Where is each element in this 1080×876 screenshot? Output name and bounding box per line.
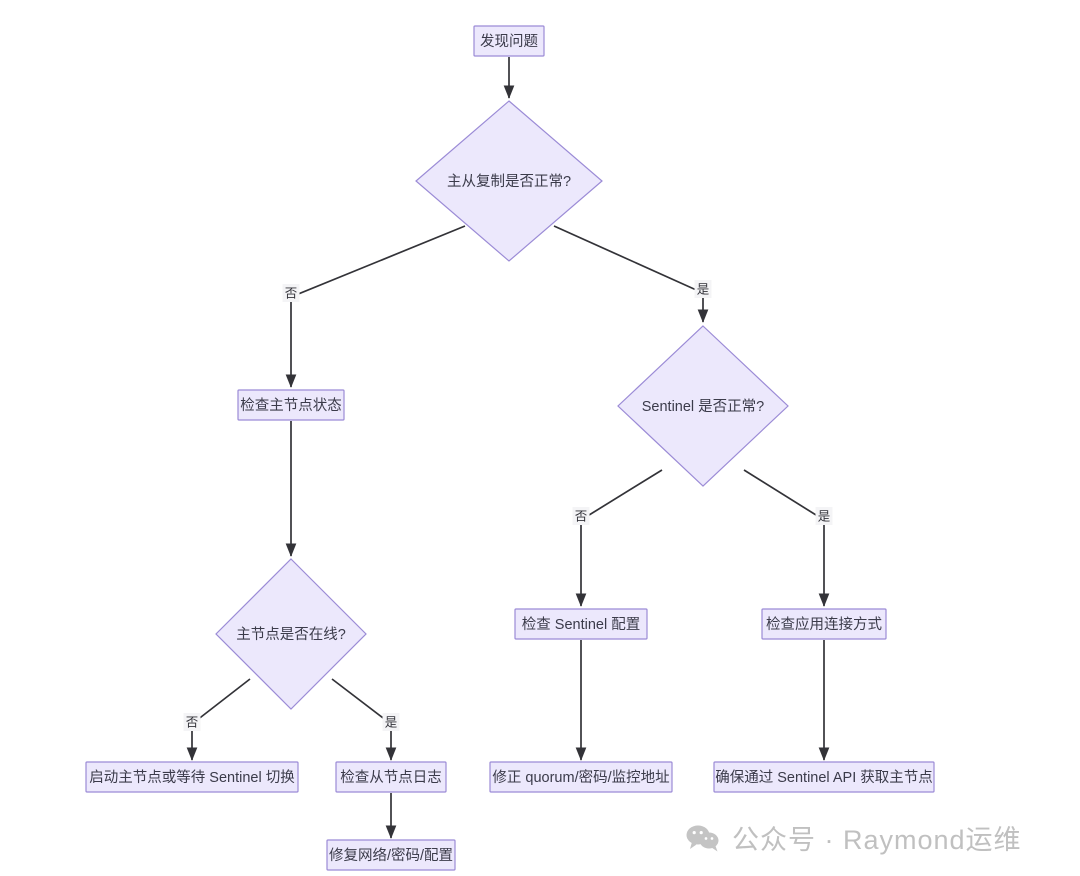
edge-label: 否	[285, 286, 298, 300]
node-label: Sentinel 是否正常?	[642, 398, 765, 415]
node-label: 检查主节点状态	[240, 397, 342, 414]
diamond-shape	[617, 325, 789, 487]
flow-edge	[331, 678, 397, 761]
flow-edge	[743, 469, 830, 607]
edge-label-background	[183, 713, 201, 731]
rect-shape	[489, 761, 673, 793]
rect-shape	[473, 25, 545, 57]
flow-edge	[186, 678, 251, 761]
edge-label: 是	[385, 715, 398, 729]
edge-label: 否	[186, 715, 199, 729]
flow-edge	[553, 225, 709, 323]
node-label: 修正 quorum/密码/监控地址	[492, 769, 669, 786]
node-label: 修复网络/密码/配置	[329, 846, 453, 864]
node-label: 检查从节点日志	[340, 769, 442, 786]
process-node[interactable]: 发现问题	[473, 25, 545, 57]
rect-shape	[514, 608, 648, 640]
rect-shape	[761, 608, 887, 640]
process-node[interactable]: 检查应用连接方式	[761, 608, 887, 640]
node-label: 检查应用连接方式	[766, 615, 882, 633]
node-label: 主从复制是否正常?	[447, 172, 571, 190]
edge-label-background	[572, 507, 590, 525]
node-label: 检查 Sentinel 配置	[522, 616, 640, 633]
node-label: 启动主节点或等待 Sentinel 切换	[89, 768, 295, 786]
process-node[interactable]: 检查 Sentinel 配置	[514, 608, 648, 640]
edge-labels-layer: 否是否是否是	[183, 280, 833, 731]
node-label: 主节点是否在线?	[236, 626, 346, 643]
rect-shape	[326, 839, 456, 871]
edge-label: 是	[818, 509, 831, 523]
flow-edge	[285, 225, 466, 388]
node-label: 确保通过 Sentinel API 获取主节点	[715, 769, 933, 786]
rect-shape	[85, 761, 299, 793]
watermark-text: 公众号 · Raymond运维	[732, 825, 1022, 855]
rect-shape	[335, 761, 447, 793]
edge-label-background	[382, 713, 400, 731]
watermark: 公众号 · Raymond运维	[686, 818, 1022, 857]
edge-label-background	[282, 284, 300, 302]
process-node[interactable]: 检查从节点日志	[335, 761, 447, 793]
process-node[interactable]: 修正 quorum/密码/监控地址	[489, 761, 673, 793]
process-node[interactable]: 检查主节点状态	[237, 389, 345, 421]
decision-node[interactable]: 主节点是否在线?	[215, 558, 367, 710]
edge-label: 是	[697, 282, 710, 296]
decision-node[interactable]: Sentinel 是否正常?	[617, 325, 789, 487]
process-node[interactable]: 启动主节点或等待 Sentinel 切换	[85, 761, 299, 793]
decision-node[interactable]: 主从复制是否正常?	[415, 100, 603, 262]
node-label: 发现问题	[480, 33, 538, 50]
process-node[interactable]: 确保通过 Sentinel API 获取主节点	[713, 761, 935, 793]
edge-label: 否	[575, 509, 588, 523]
diamond-shape	[415, 100, 603, 262]
diamond-shape	[215, 558, 367, 710]
edge-label-background	[694, 280, 712, 298]
rect-shape	[713, 761, 935, 793]
edge-label-background	[815, 507, 833, 525]
flow-edge	[575, 469, 663, 607]
rect-shape	[237, 389, 345, 421]
wechat-icon	[686, 824, 720, 852]
process-node[interactable]: 修复网络/密码/配置	[326, 839, 456, 871]
